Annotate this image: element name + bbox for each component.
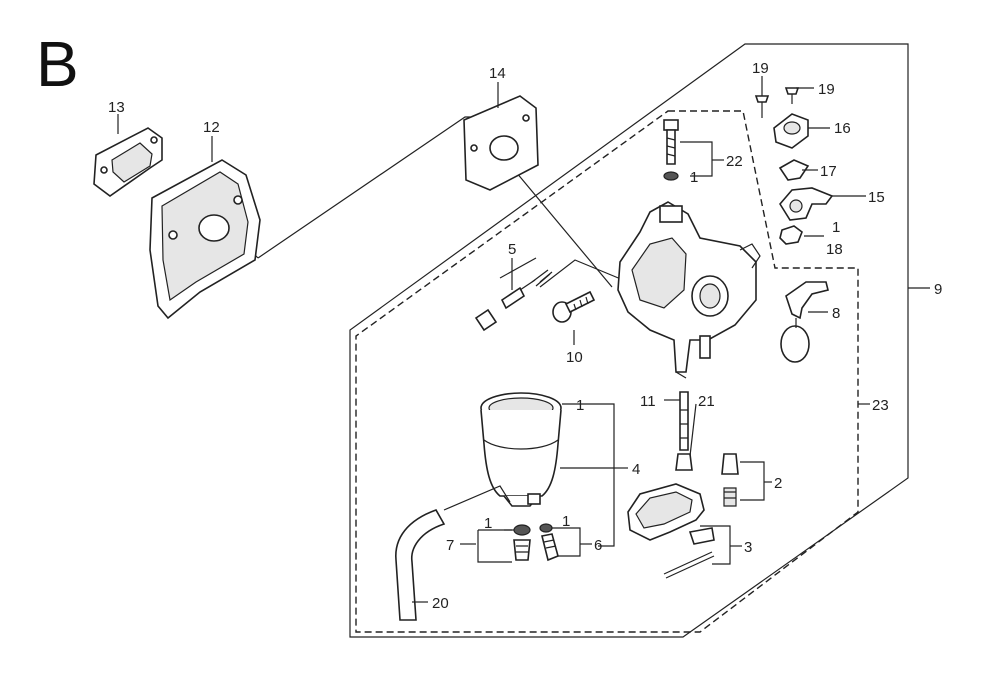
part-4-float-bowl: [480, 392, 562, 507]
callout-9: 9: [934, 281, 942, 298]
callout-1-right: 1: [562, 513, 570, 530]
part-16: [773, 113, 809, 149]
callout-18: 18: [826, 241, 843, 258]
callout-22: 22: [726, 153, 743, 170]
callout-1-bowl: 1: [576, 397, 584, 414]
part-19-screws: [754, 87, 800, 118]
callout-20: 20: [432, 595, 449, 612]
carburetor-body: [617, 201, 761, 379]
callout-19b: 19: [818, 81, 835, 98]
callout-13: 13: [108, 99, 125, 116]
callout-1-upper: 1: [690, 169, 698, 186]
callout-3: 3: [744, 539, 752, 556]
leader-lines: [227, 116, 629, 288]
callout-21: 21: [698, 393, 715, 410]
lower-screws: [513, 523, 559, 562]
part-12-plate: [149, 159, 261, 320]
part-13-gasket: [93, 127, 163, 197]
callout-10: 10: [566, 349, 583, 366]
part-15-lever: [779, 187, 834, 221]
callout-4: 4: [632, 461, 640, 478]
callout-2: 2: [774, 475, 782, 492]
part-11-needle: [675, 391, 693, 471]
callout-leaders: [117, 76, 930, 603]
part-10-drain-screw: [552, 290, 596, 323]
callout-7: 7: [446, 537, 454, 554]
callout-8: 8: [832, 305, 840, 322]
callout-5: 5: [508, 241, 516, 258]
callout-1-upper-right: 1: [832, 219, 840, 236]
part-22-screw: [663, 119, 679, 181]
part-20-fuel-tube: [395, 485, 511, 621]
part-8-choke-lever: [780, 281, 829, 363]
part-5-screw-set: [474, 269, 553, 332]
part-2-jet: [721, 453, 739, 507]
callout-23: 23: [872, 397, 889, 414]
callout-6: 6: [594, 537, 602, 554]
callout-1-left: 1: [484, 515, 492, 532]
callout-11: 11: [640, 393, 656, 410]
part-3-float: [627, 483, 715, 579]
section-letter: B: [36, 28, 79, 100]
callout-15: 15: [868, 189, 885, 206]
callout-17: 17: [820, 163, 837, 180]
callout-19a: 19: [752, 60, 769, 77]
callout-12: 12: [203, 119, 220, 136]
inner-assembly-boundary: [355, 110, 859, 633]
part-17: [778, 159, 810, 181]
outer-assembly-boundary: [349, 43, 909, 638]
callout-labels: 13 12 14 19 19 16 17 15 1 18 22 1 5 10 8…: [108, 60, 942, 612]
callout-14: 14: [489, 65, 506, 82]
callout-16: 16: [834, 120, 851, 137]
part-18-nut: [779, 225, 803, 245]
part-14-gasket: [463, 95, 539, 191]
